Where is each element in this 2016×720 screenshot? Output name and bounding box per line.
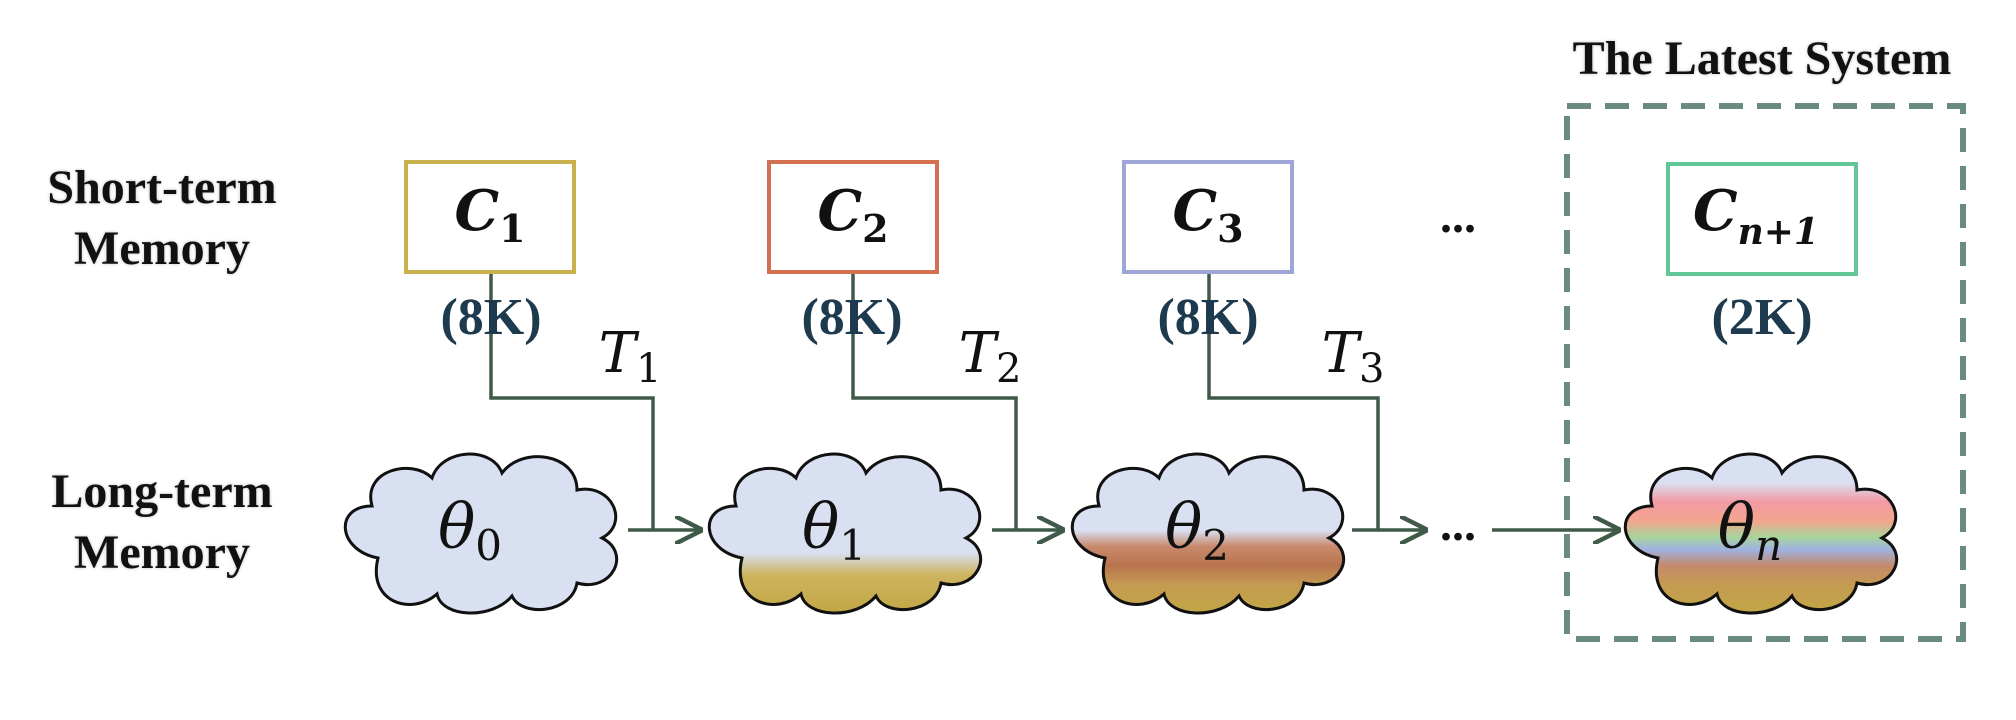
context-size-c2: (8K) bbox=[801, 289, 902, 346]
svg-text:Cn+1: Cn+1 bbox=[1693, 178, 1819, 253]
model-label-n: θn bbox=[1718, 490, 1782, 570]
transition-label-3: T3 bbox=[1322, 321, 1385, 392]
model-label-0: θ0 bbox=[438, 490, 502, 570]
short-term-memory-label: Short-term Memory bbox=[47, 161, 276, 275]
transition-label-2: T2 bbox=[959, 321, 1022, 392]
model-label-1: θ1 bbox=[802, 490, 866, 570]
svg-text:C1: C1 bbox=[454, 178, 525, 251]
context-size-c3: (8K) bbox=[1157, 289, 1258, 346]
context-box-c1-frame bbox=[404, 160, 576, 274]
long-term-memory-label: Long-term Memory bbox=[51, 465, 272, 579]
context-box-c2-frame bbox=[767, 160, 939, 274]
connector-3 bbox=[1207, 272, 1380, 530]
connectors bbox=[489, 272, 1618, 530]
context-box-c3-frame bbox=[1122, 160, 1294, 274]
context-box-cn1-frame bbox=[1666, 162, 1858, 276]
svg-text:Short-term: Short-term bbox=[47, 161, 276, 214]
context-size-c1: (8K) bbox=[440, 289, 541, 346]
latest-system-frame bbox=[1564, 103, 1966, 642]
latest-system-title: The Latest System bbox=[1573, 32, 1952, 85]
connector-2 bbox=[851, 272, 1018, 530]
svg-text:Long-term: Long-term bbox=[51, 465, 272, 518]
context-box-cn1: Cn+1 bbox=[1666, 162, 1858, 276]
svg-text:Memory: Memory bbox=[74, 526, 250, 579]
transition-label-1: T1 bbox=[599, 321, 662, 392]
context-size-cn1: (2K) bbox=[1711, 289, 1812, 346]
context-box-c2: C2 bbox=[767, 160, 939, 274]
connector-1 bbox=[489, 272, 655, 530]
svg-text:C3: C3 bbox=[1172, 178, 1243, 251]
context-box-c1: C1 bbox=[404, 160, 576, 274]
svg-text:Memory: Memory bbox=[74, 222, 250, 275]
ellipsis-context: ... bbox=[1440, 190, 1476, 243]
model-label-2: θ2 bbox=[1165, 490, 1229, 570]
ellipsis-model: ... bbox=[1440, 498, 1476, 551]
svg-text:C2: C2 bbox=[817, 178, 888, 251]
context-box-c3: C3 bbox=[1122, 160, 1294, 274]
